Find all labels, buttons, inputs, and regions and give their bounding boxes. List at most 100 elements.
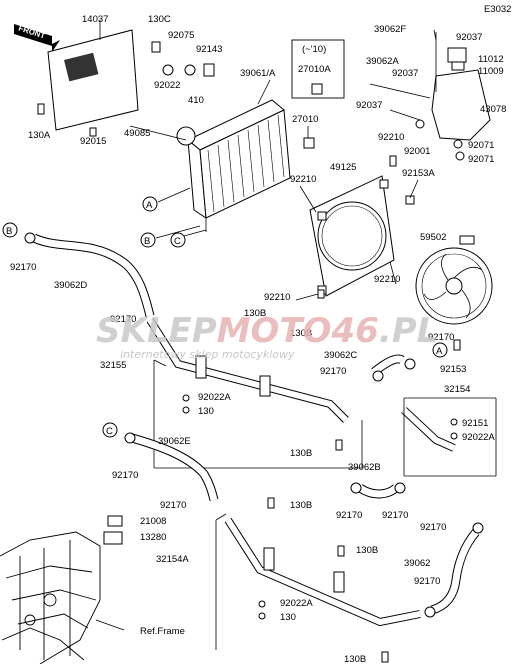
label-92151: 92151 <box>462 418 488 429</box>
label-59502: 59502 <box>420 232 446 243</box>
pipe-32155 <box>146 317 363 469</box>
label-92022a-mid: 92022A <box>198 392 231 403</box>
hose-39062c <box>371 354 416 382</box>
callout-a: A <box>142 187 191 212</box>
label-92210-a: 92210 <box>378 132 404 143</box>
label-130b-a: 130B <box>244 308 266 319</box>
label-92071-a: 92071 <box>468 140 494 151</box>
label-92170-c: 92170 <box>110 314 136 325</box>
callout-c-left: C <box>102 422 118 438</box>
label-43078: 43078 <box>480 104 506 115</box>
label-14037: 14037 <box>82 14 108 25</box>
label-27010: 27010 <box>292 114 318 125</box>
label-21008: 21008 <box>140 516 166 527</box>
label-32154: 32154 <box>444 384 470 395</box>
label-39062f: 39062F <box>374 24 406 35</box>
callout-b-top: B <box>140 225 201 248</box>
label-92022a-low: 92022A <box>280 598 313 609</box>
label-130b-d: 130B <box>290 500 312 511</box>
version-box: (~'10) 27010A <box>291 39 345 99</box>
hose-39062e <box>124 432 219 502</box>
label-39062e: 39062E <box>158 436 191 447</box>
hose-39062 <box>424 522 484 618</box>
label-92022-top: 92022 <box>154 80 180 91</box>
pipe-32154a <box>215 513 421 650</box>
label-32155: 32155 <box>100 360 126 371</box>
label-13280: 13280 <box>140 532 166 543</box>
label-32154a: 32154A <box>156 554 189 565</box>
front-arrow: FRONT <box>14 24 60 52</box>
label-ref-frame: Ref.Frame <box>140 626 185 637</box>
label-92170-b: 92170 <box>10 262 36 273</box>
label-39062: 39062 <box>404 558 430 569</box>
watermark: SKLEPMOTO46.PL internetowy sklep motocyk… <box>96 311 438 361</box>
label-130a: 130A <box>28 130 51 141</box>
label-11009: 11009 <box>478 66 504 77</box>
label-130b-e: 130B <box>356 545 378 556</box>
label-130b-f: 130B <box>344 654 366 664</box>
fan-shroud <box>309 175 395 297</box>
label-39061: 39061/A <box>240 68 276 79</box>
label-92210-b: 92210 <box>290 174 316 185</box>
label-27010a: 27010A <box>298 64 331 75</box>
label-130-mid: 130 <box>198 406 214 417</box>
label-130c: 130C <box>148 14 171 25</box>
radiator-screen <box>47 20 139 131</box>
label-130-low: 130 <box>280 612 296 623</box>
label-410: 410 <box>188 95 204 106</box>
label-92170-g: 92170 <box>382 510 408 521</box>
callout-a-low: A <box>432 342 448 358</box>
svg-text:C: C <box>174 236 181 247</box>
label-49125: 49125 <box>330 162 356 173</box>
svg-text:B: B <box>144 236 150 247</box>
label-130b-c: 130B <box>290 448 312 459</box>
callout-b-left: B <box>2 222 18 238</box>
hose-39062d <box>24 232 155 318</box>
callout-c-top: C <box>170 229 207 248</box>
svg-text:SKLEPMOTO46.PL: SKLEPMOTO46.PL <box>96 311 438 351</box>
cooling-fan <box>415 235 493 325</box>
bracket-parts <box>103 515 123 545</box>
label-11012: 11012 <box>478 54 504 65</box>
small-fasteners-top <box>37 41 215 137</box>
label-92037-c: 92037 <box>356 100 382 111</box>
label-39062d: 39062D <box>54 280 87 291</box>
label-92001: 92001 <box>404 146 430 157</box>
version-note: (~'10) <box>302 44 326 55</box>
label-92210-d: 92210 <box>264 292 290 303</box>
reserve-tank <box>369 32 491 161</box>
label-92037-a: 92037 <box>456 32 482 43</box>
leader-lines <box>129 29 437 301</box>
label-92170-a: 92170 <box>428 332 454 343</box>
svg-text:internetowy sklep motocyklowy: internetowy sklep motocyklowy <box>120 348 295 361</box>
label-92015: 92015 <box>80 136 106 147</box>
label-39062b: 39062B <box>348 462 381 473</box>
label-130b-b: 130B <box>290 328 312 339</box>
label-92022a-r: 92022A <box>462 432 495 443</box>
label-92170-e: 92170 <box>112 470 138 481</box>
hose-39062b <box>350 482 406 499</box>
label-92153a: 92153A <box>402 168 435 179</box>
label-92071-b: 92071 <box>468 154 494 165</box>
label-92170-f: 92170 <box>336 510 362 521</box>
label-92210-c: 92210 <box>374 274 400 285</box>
radiator <box>176 99 291 232</box>
svg-text:A: A <box>146 200 153 211</box>
label-39062c: 39062C <box>324 350 357 361</box>
svg-text:A: A <box>436 346 443 357</box>
label-92170-i: 92170 <box>420 522 446 533</box>
pipe-32154 <box>401 397 497 477</box>
label-92170-h: 92170 <box>160 500 186 511</box>
label-92037-b: 92037 <box>392 68 418 79</box>
label-39062a: 39062A <box>366 56 399 67</box>
label-92153: 92153 <box>440 364 466 375</box>
svg-text:B: B <box>6 226 12 237</box>
label-49085: 49085 <box>124 128 150 139</box>
vehicle-frame <box>0 531 125 664</box>
diagram-code: E3032 <box>484 4 511 15</box>
label-92143: 92143 <box>196 44 222 55</box>
label-92075: 92075 <box>168 30 194 41</box>
label-92170-j: 92170 <box>414 576 440 587</box>
svg-text:C: C <box>106 426 113 437</box>
